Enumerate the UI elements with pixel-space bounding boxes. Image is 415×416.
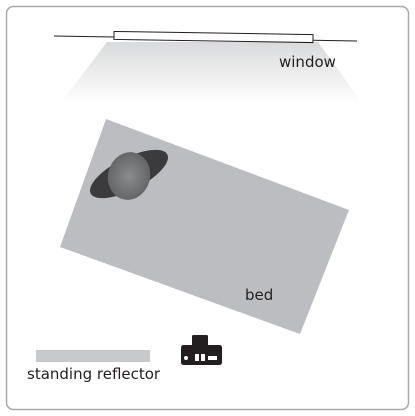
subject-icon — [90, 149, 168, 200]
window-light-spill — [60, 42, 363, 104]
reflector-panel — [36, 350, 150, 362]
reflector-label: standing reflector — [27, 365, 161, 383]
bed-label: bed — [245, 286, 274, 304]
window-label: window — [279, 53, 336, 71]
window-icon — [113, 30, 314, 44]
camera-icon — [181, 335, 222, 365]
